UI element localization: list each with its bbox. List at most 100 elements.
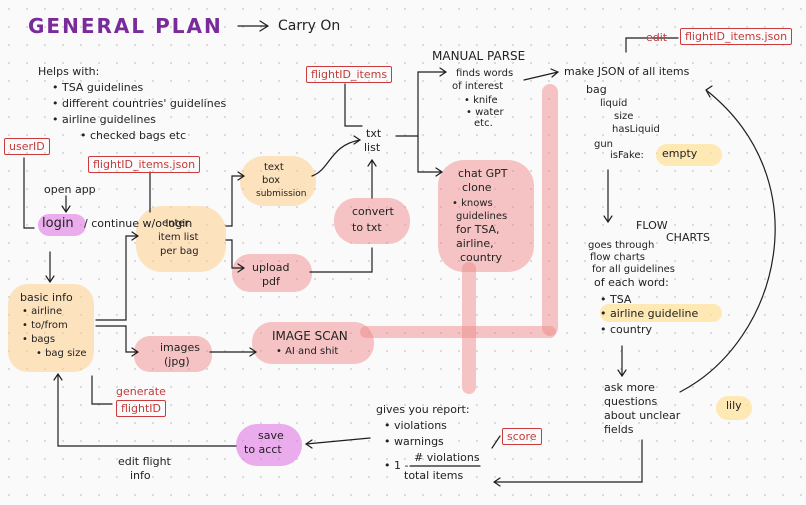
water-etc: etc. (474, 118, 493, 129)
upload-line-1: upload (252, 261, 290, 274)
save-line-1: save (258, 429, 284, 442)
helps-item-1: • TSA guidelines (52, 81, 144, 94)
basic-info-item-2-text: to/from (31, 320, 68, 331)
basic-info-item-2: • to/from (22, 320, 68, 331)
report-ratio-prefix-text: 1 - (394, 459, 409, 472)
save-highlight (236, 424, 302, 466)
basic-info-item-1-text: airline (31, 306, 63, 317)
flow-charts-line-2: CHARTS (666, 231, 711, 244)
fc-item-3-text: country (610, 323, 653, 336)
basic-info-node: basic info (20, 291, 73, 304)
json-empty: empty (662, 147, 698, 160)
ask-more-line-3: about unclear (604, 409, 681, 422)
json-gun: gun (594, 139, 614, 150)
helps-sub-item-text: checked bags etc (90, 129, 187, 142)
enter-items-highlight (136, 206, 226, 272)
airline-guideline-highlight (600, 304, 722, 322)
json-bag: bag (586, 83, 607, 96)
tag-user-id: userID (4, 138, 50, 155)
report-ratio-prefix: • 1 - (384, 459, 409, 472)
chatgpt-highlight (438, 160, 534, 272)
goes-through-line-4: of each word: (594, 276, 669, 289)
basic-info-highlight (8, 284, 94, 372)
empty-highlight (656, 144, 722, 166)
subtitle: Carry On (278, 18, 341, 34)
finds-words-line-1: finds words (456, 68, 514, 79)
convert-line-1: convert (352, 205, 394, 218)
image-scan-line-2: • AI and shit (276, 346, 339, 357)
image-scan-to-json-bar (542, 84, 558, 336)
enter-items-line-3: per bag (160, 246, 199, 257)
report-ratio-denominator: total items (404, 469, 464, 482)
tag-score: score (502, 428, 542, 445)
finds-words-line-2: of interest (452, 81, 504, 92)
json-size: size (614, 111, 634, 122)
chatgpt-line-1: chat GPT (458, 167, 508, 180)
tag-generate-label: generate (116, 385, 166, 398)
text-box-line-2: box (262, 175, 281, 186)
images-highlight (134, 336, 212, 372)
image-scan-connector-bar (360, 326, 556, 338)
images-line-2: (jpg) (164, 355, 190, 368)
enter-items-line-1: enter (162, 218, 189, 229)
tag-flight-items-json-left: flightID_items.json (88, 156, 201, 173)
goes-through-line-2: flow charts (590, 252, 645, 263)
ask-more-line-4: fields (604, 423, 634, 436)
manual-parse-heading: MANUAL PARSE (432, 49, 526, 63)
report-item-1-text: violations (394, 419, 447, 432)
convert-line-2: to txt (352, 221, 382, 234)
goes-through-line-1: goes through (588, 240, 655, 251)
page-title: GENERAL PLAN (28, 14, 223, 38)
goes-through-line-3: for all guidelines (592, 264, 676, 275)
ask-more-line-1: ask more (604, 381, 655, 394)
helps-with-heading: Helps with: (38, 65, 100, 78)
save-line-2: to acct (244, 443, 282, 456)
chatgpt-line-7: country (460, 251, 503, 264)
helps-item-2-text: different countries' guidelines (62, 97, 227, 110)
fc-item-1: • TSA (600, 293, 632, 306)
report-item-2: • warnings (384, 435, 444, 448)
chatgpt-line-3: • knows (452, 198, 493, 209)
water-item: • water (466, 107, 504, 118)
login-highlight (38, 214, 86, 236)
fc-item-2: • airline guideline (600, 307, 699, 320)
lily-signature: lily (726, 399, 742, 412)
ask-more-line-2: questions (604, 395, 658, 408)
report-ratio-numerator: # violations (414, 451, 480, 464)
helps-item-1-text: TSA guidelines (62, 81, 144, 94)
text-box-line-3: submission (256, 189, 307, 199)
fc-item-3: • country (600, 323, 653, 336)
fc-item-1-text: TSA (610, 293, 632, 306)
json-has-liquid: hasLiquid (612, 124, 660, 135)
helps-sub-item: • checked bags etc (80, 129, 187, 142)
tag-generate-flight-id: flightID (116, 400, 166, 417)
bag-size-text: bag size (45, 348, 87, 359)
basic-info-item-1: • airline (22, 306, 63, 317)
text-box-line-1: text (264, 162, 284, 173)
images-line-1: images (160, 341, 200, 354)
chatgpt-line-2: clone (462, 181, 492, 194)
edit-flight-line-2: info (130, 469, 151, 482)
json-liquid: liquid (600, 98, 628, 109)
upload-pdf-highlight (232, 254, 312, 292)
tag-flight-items-top: flightID_items (306, 66, 393, 83)
edit-flight-line-1: edit flight (118, 455, 171, 468)
report-item-1: • violations (384, 419, 447, 432)
convert-highlight (334, 198, 410, 244)
chatgpt-line-5: for TSA, (456, 223, 500, 236)
upload-line-2: pdf (262, 275, 280, 288)
bag-size-item: • bag size (36, 348, 87, 359)
image-scan-line-1: IMAGE SCAN (272, 329, 348, 343)
make-json-node: make JSON of all items (564, 65, 690, 78)
login-node: login (42, 216, 74, 231)
helps-item-3: • airline guidelines (52, 113, 157, 126)
helps-item-2: • different countries' guidelines (52, 97, 227, 110)
chatgpt-line-4: guidelines (456, 211, 508, 222)
lily-highlight (716, 396, 752, 420)
fc-item-2-text: airline guideline (610, 307, 699, 320)
image-scan-highlight (252, 322, 374, 364)
txt-list-line-2: list (364, 141, 381, 154)
chatgpt-line-6: airline, (456, 237, 494, 250)
